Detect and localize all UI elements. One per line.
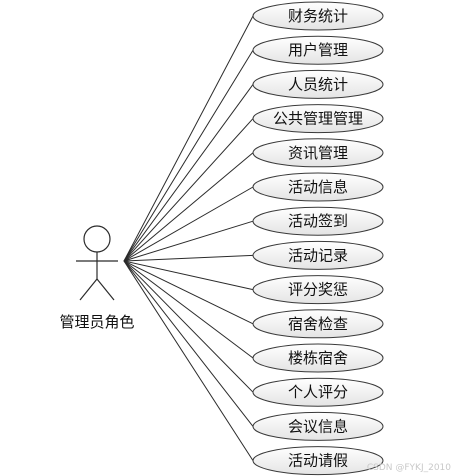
use-case-ellipse [252, 35, 384, 65]
actor-right-leg [96, 278, 115, 301]
use-case-ellipse [252, 1, 384, 31]
use-case: 活动信息 [252, 172, 384, 202]
use-case-label: 活动签到 [288, 212, 348, 230]
use-case-label: 活动信息 [288, 178, 348, 196]
association-line [123, 254, 254, 262]
actor-left-leg [79, 278, 98, 301]
association-line [123, 49, 254, 262]
use-case: 用户管理 [252, 35, 384, 65]
use-case-ellipse [252, 240, 384, 270]
use-case-list: 财务统计用户管理人员统计公共管理管理资讯管理活动信息活动签到活动记录评分奖惩宿舍… [252, 1, 384, 476]
use-case-label: 财务统计 [288, 7, 348, 25]
association-line [123, 186, 254, 262]
use-case-ellipse [252, 411, 384, 441]
use-case-label: 宿舍检查 [288, 315, 348, 333]
actor-head [83, 225, 111, 253]
association-line [123, 260, 254, 291]
use-case-label: 人员统计 [288, 75, 348, 93]
actor-administrator: 管理员角色 [59, 225, 135, 331]
use-case-ellipse [252, 275, 384, 305]
association-line [123, 260, 254, 393]
use-case-ellipse [252, 69, 384, 99]
use-case: 人员统计 [252, 69, 384, 99]
use-case-label: 评分奖惩 [288, 281, 348, 299]
use-case-label: 楼栋宿舍 [288, 349, 348, 367]
use-case: 财务统计 [252, 1, 384, 31]
use-case-ellipse [252, 446, 384, 476]
association-line [123, 152, 254, 262]
use-case-ellipse [252, 377, 384, 407]
association-line [123, 15, 254, 262]
association-line [123, 220, 254, 262]
use-case-ellipse [252, 172, 384, 202]
use-case-label: 用户管理 [288, 41, 348, 59]
association-line [123, 260, 254, 325]
use-case: 个人评分 [252, 377, 384, 407]
use-case: 活动签到 [252, 206, 384, 236]
use-case-ellipse [252, 206, 384, 236]
use-case: 会议信息 [252, 411, 384, 441]
use-case-label: 活动记录 [288, 246, 348, 264]
association-lines [123, 15, 254, 461]
actor-label: 管理员角色 [59, 313, 134, 331]
use-case-label: 公共管理管理 [273, 110, 363, 128]
use-case: 资讯管理 [252, 138, 384, 168]
use-case: 楼栋宿舍 [252, 343, 384, 373]
use-case: 评分奖惩 [252, 275, 384, 305]
use-case: 宿舍检查 [252, 309, 384, 339]
use-case-label: 会议信息 [288, 417, 348, 435]
use-case-ellipse [252, 343, 384, 373]
use-case-ellipse [252, 104, 384, 134]
use-case-label: 资讯管理 [288, 144, 348, 162]
use-case-label: 个人评分 [288, 383, 348, 401]
association-line [123, 260, 254, 427]
association-line [123, 118, 254, 262]
association-line [123, 260, 254, 461]
use-case: 公共管理管理 [252, 104, 384, 134]
association-line [123, 84, 254, 262]
watermark: CSDN @FYKJ_2010 [367, 463, 451, 473]
use-case-label: 活动请假 [288, 452, 348, 470]
use-case-ellipse [252, 138, 384, 168]
use-case-ellipse [252, 309, 384, 339]
association-line [123, 260, 254, 359]
use-case: 活动请假 [252, 446, 384, 476]
use-case: 活动记录 [252, 240, 384, 270]
